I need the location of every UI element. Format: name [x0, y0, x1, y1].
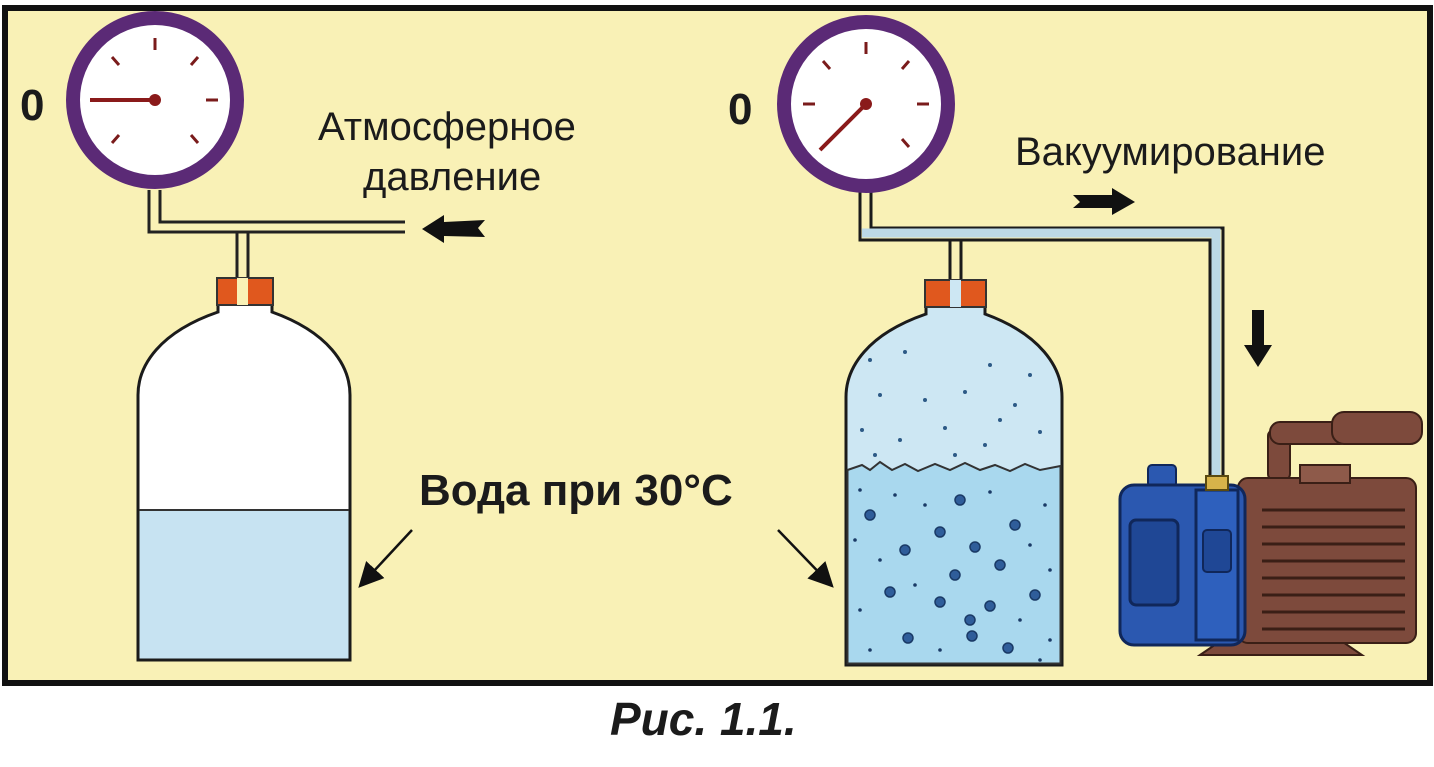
water-label: Вода при 30°С — [419, 466, 733, 515]
left-gauge — [66, 11, 244, 189]
water-bubbles — [864, 494, 1041, 654]
right-gauge-zero-label: 0 — [728, 85, 752, 134]
right-gauge-needle — [818, 102, 868, 152]
water-pointer-left — [358, 529, 413, 588]
vacuum-arrow-down-icon — [1244, 310, 1272, 367]
left-gauge-zero-label: 0 — [20, 81, 44, 130]
vacuum-arrow-right-icon — [1073, 188, 1135, 215]
right-gauge-tube — [858, 180, 1225, 478]
water-pointer-right — [777, 529, 834, 588]
vapor-dots — [860, 350, 1042, 457]
atmospheric-arrow-icon — [422, 215, 485, 243]
right-gauge — [777, 15, 955, 193]
right-setup: 0 Вакуумирование — [728, 15, 1423, 667]
vacuum-label: Вакуумирование — [1015, 130, 1326, 174]
atmospheric-pressure-label-line2: давление — [363, 155, 541, 199]
left-water — [139, 510, 349, 659]
left-gauge-tube — [147, 190, 405, 234]
figure-caption: Рис. 1.1. — [610, 693, 797, 745]
water-dots — [853, 488, 1052, 662]
vacuum-pump — [1118, 411, 1423, 656]
left-setup: 0 Атмосферное давление — [20, 11, 576, 662]
right-water — [846, 460, 1062, 665]
atmospheric-pressure-label-line1: Атмосферное — [318, 105, 576, 149]
